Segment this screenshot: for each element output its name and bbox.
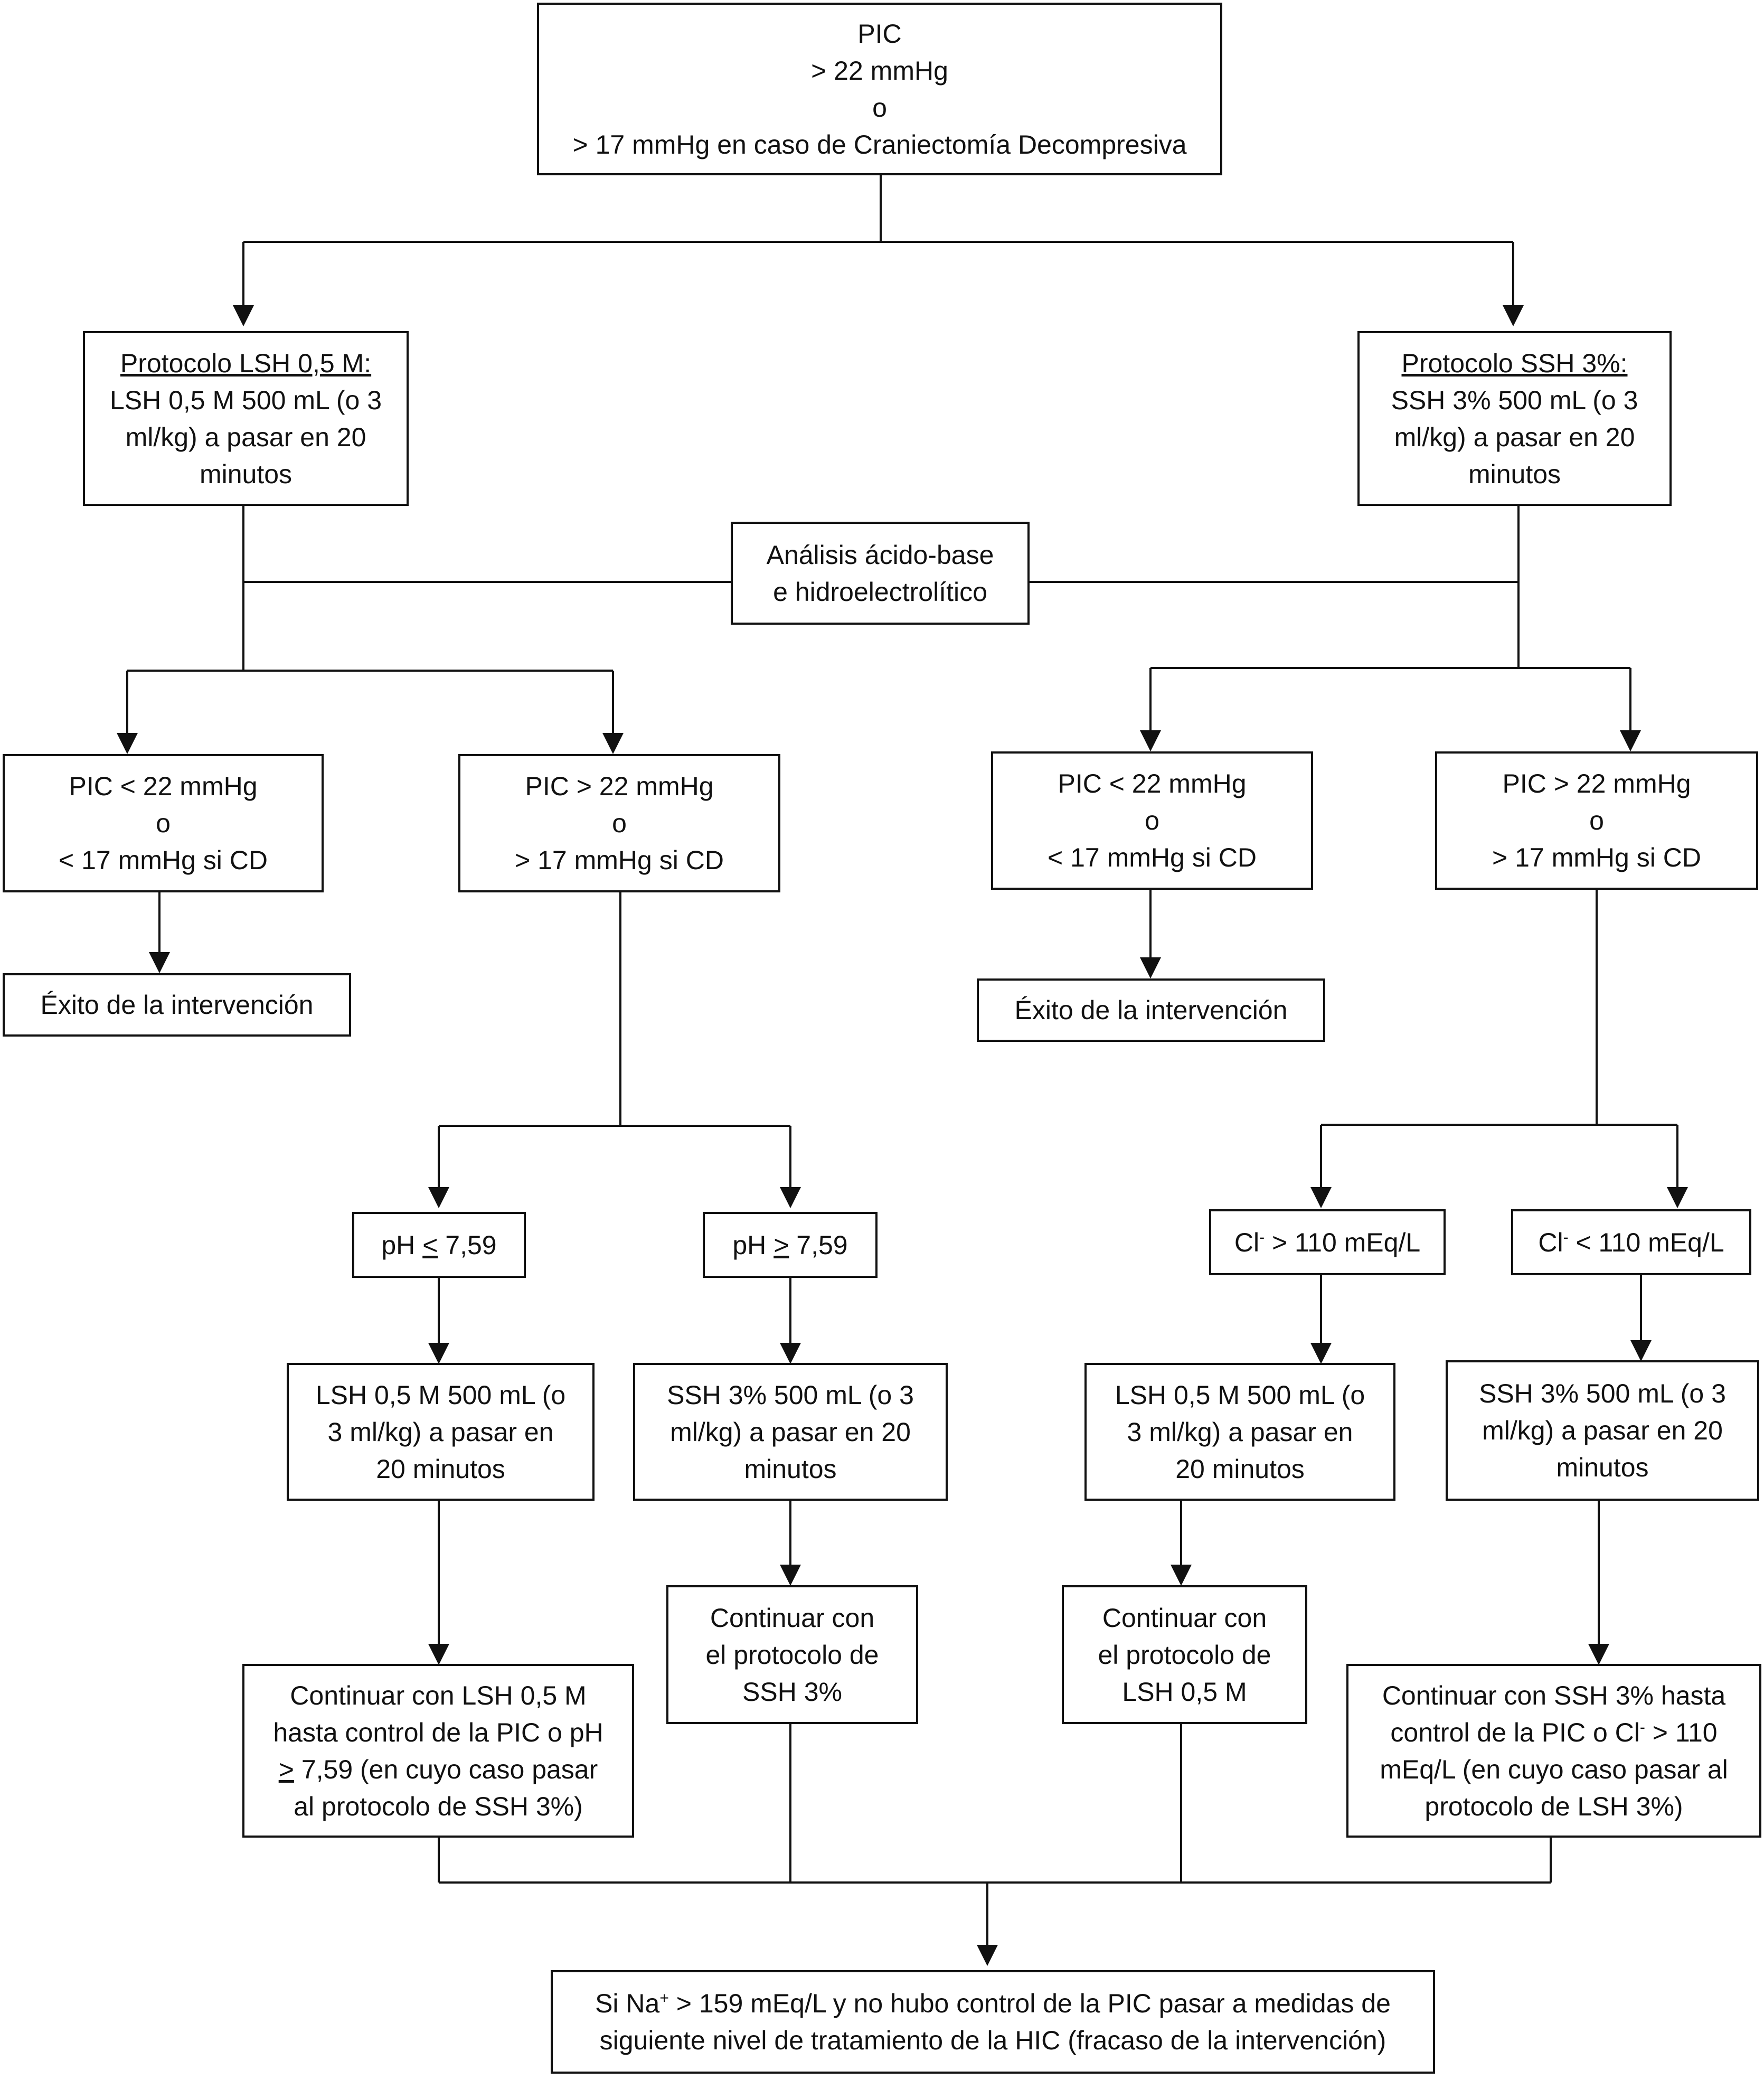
cont-lsh-line-2: el protocolo de [1098, 1640, 1271, 1670]
left-pic-high-line-1: PIC > 22 mmHg [525, 771, 714, 801]
start-line-3: o [872, 92, 887, 123]
left-pic-high-box: PIC > 22 mmHg o > 17 mmHg si CD [458, 754, 780, 892]
lsh-left-line-3: 20 minutos [376, 1454, 505, 1484]
cl-high-box: Cl- > 110 mEq/L [1209, 1209, 1446, 1275]
final-outcome-box: Si Na+ > 159 mEq/L y no hubo control de … [551, 1970, 1435, 2074]
cont-ssh-line-2: el protocolo de [705, 1640, 879, 1670]
ph-low-text: pH < 7,59 [381, 1230, 497, 1260]
lsh-right-line-1: LSH 0,5 M 500 mL (o [1115, 1380, 1365, 1410]
cont-lsh-long-line-4: al protocolo de SSH 3%) [294, 1791, 583, 1821]
cont-ssh-long-line-3: mEq/L (en cuyo caso pasar al [1380, 1754, 1728, 1784]
final-line-1: Si Na+ > 159 mEq/L y no hubo control de … [595, 1989, 1391, 2018]
final-line-2: siguiente nivel de tratamiento de la HIC… [599, 2026, 1386, 2055]
cl-low-box: Cl- < 110 mEq/L [1511, 1209, 1751, 1275]
ph-high-text: pH > 7,59 [732, 1230, 848, 1260]
lsh-left-line-2: 3 ml/kg) a pasar en [327, 1417, 554, 1447]
left-success-box: Éxito de la intervención [3, 973, 351, 1037]
left-pic-high-line-3: > 17 mmHg si CD [515, 845, 724, 875]
protocol-ssh-line-3: minutos [1468, 459, 1561, 489]
ssh-left-line-2: ml/kg) a pasar en 20 [670, 1417, 911, 1447]
left-pic-low-line-3: < 17 mmHg si CD [59, 845, 268, 875]
protocol-lsh-title: Protocolo LSH 0,5 M: [120, 348, 372, 378]
ssh-right-line-1: SSH 3% 500 mL (o 3 [1479, 1379, 1726, 1408]
protocol-lsh-line-1: LSH 0,5 M 500 mL (o 3 [109, 385, 382, 415]
cont-lsh-line-3: LSH 0,5 M [1122, 1677, 1247, 1707]
right-pic-high-line-3: > 17 mmHg si CD [1492, 843, 1701, 872]
right-pic-high-box: PIC > 22 mmHg o > 17 mmHg si CD [1435, 751, 1758, 890]
cont-ssh-long-line-4: protocolo de LSH 3%) [1425, 1791, 1683, 1821]
cont-ssh-line-3: SSH 3% [742, 1677, 842, 1707]
right-pic-high-line-1: PIC > 22 mmHg [1502, 769, 1691, 798]
continue-lsh-long-box: Continuar con LSH 0,5 M hasta control de… [242, 1664, 634, 1838]
protocol-lsh-box: Protocolo LSH 0,5 M: LSH 0,5 M 500 mL (o… [83, 331, 409, 506]
left-success-text: Éxito de la intervención [40, 990, 314, 1020]
protocol-ssh-title: Protocolo SSH 3%: [1401, 348, 1628, 378]
right-pic-low-line-2: o [1145, 806, 1159, 835]
protocol-lsh-line-2: ml/kg) a pasar en 20 [125, 422, 366, 452]
cont-ssh-long-line-1: Continuar con SSH 3% hasta [1382, 1680, 1726, 1710]
ssh-treatment-left-box: SSH 3% 500 mL (o 3 ml/kg) a pasar en 20 … [633, 1363, 948, 1501]
lsh-treatment-left-box: LSH 0,5 M 500 mL (o 3 ml/kg) a pasar en … [287, 1363, 595, 1501]
lsh-treatment-right-box: LSH 0,5 M 500 mL (o 3 ml/kg) a pasar en … [1084, 1363, 1395, 1501]
cont-lsh-long-line-3: > 7,59 (en cuyo caso pasar [278, 1754, 598, 1784]
right-success-text: Éxito de la intervención [1014, 995, 1288, 1025]
start-line-1: PIC [857, 18, 902, 49]
left-pic-low-line-2: o [156, 808, 171, 838]
ph-high-box: pH > 7,59 [703, 1212, 878, 1278]
protocol-ssh-line-1: SSH 3% 500 mL (o 3 [1391, 385, 1638, 415]
right-pic-low-line-3: < 17 mmHg si CD [1048, 843, 1257, 872]
cont-lsh-line-1: Continuar con [1102, 1603, 1267, 1633]
analysis-line-1: Análisis ácido-base [766, 540, 994, 570]
cont-lsh-long-line-1: Continuar con LSH 0,5 M [290, 1680, 587, 1710]
left-pic-low-box: PIC < 22 mmHg o < 17 mmHg si CD [3, 754, 324, 892]
lsh-right-line-3: 20 minutos [1175, 1454, 1305, 1484]
cl-high-text: Cl- > 110 mEq/L [1234, 1227, 1421, 1257]
analysis-box: Análisis ácido-base e hidroelectrolítico [731, 522, 1030, 625]
right-success-box: Éxito de la intervención [977, 978, 1325, 1042]
ssh-right-line-2: ml/kg) a pasar en 20 [1482, 1416, 1723, 1445]
ssh-left-line-1: SSH 3% 500 mL (o 3 [667, 1380, 914, 1410]
protocol-ssh-box: Protocolo SSH 3%: SSH 3% 500 mL (o 3 ml/… [1357, 331, 1672, 506]
right-pic-low-line-1: PIC < 22 mmHg [1058, 769, 1247, 798]
ssh-treatment-right-box: SSH 3% 500 mL (o 3 ml/kg) a pasar en 20 … [1446, 1360, 1759, 1501]
ph-high-symbol: > [773, 1230, 789, 1260]
left-pic-high-line-2: o [612, 808, 627, 838]
cl-low-text: Cl- < 110 mEq/L [1538, 1227, 1724, 1257]
continue-lsh-box: Continuar con el protocolo de LSH 0,5 M [1062, 1585, 1307, 1724]
ph-low-box: pH < 7,59 [352, 1212, 526, 1278]
right-pic-low-box: PIC < 22 mmHg o < 17 mmHg si CD [991, 751, 1313, 890]
ssh-left-line-3: minutos [744, 1454, 837, 1484]
start-condition-box: PIC > 22 mmHg o > 17 mmHg en caso de Cra… [537, 3, 1222, 175]
lsh-right-line-2: 3 ml/kg) a pasar en [1127, 1417, 1353, 1447]
ssh-right-line-3: minutos [1556, 1453, 1649, 1482]
cont-lsh-long-line-2: hasta control de la PIC o pH [273, 1717, 603, 1747]
start-line-4: > 17 mmHg en caso de Craniectomía Decomp… [572, 129, 1187, 159]
cont-ssh-line-1: Continuar con [710, 1603, 875, 1633]
left-pic-low-line-1: PIC < 22 mmHg [69, 771, 258, 801]
protocol-lsh-line-3: minutos [199, 459, 293, 489]
analysis-line-2: e hidroelectrolítico [773, 577, 987, 607]
cont-ssh-long-line-2: control de la PIC o Cl- > 110 [1390, 1717, 1718, 1747]
right-pic-high-line-2: o [1589, 806, 1604, 835]
continue-ssh-box: Continuar con el protocolo de SSH 3% [666, 1585, 918, 1724]
start-line-2: > 22 mmHg [811, 55, 948, 86]
protocol-ssh-line-2: ml/kg) a pasar en 20 [1394, 422, 1635, 452]
ph-low-symbol: < [422, 1230, 438, 1260]
continue-ssh-long-box: Continuar con SSH 3% hasta control de la… [1346, 1664, 1761, 1838]
lsh-left-line-1: LSH 0,5 M 500 mL (o [315, 1380, 566, 1410]
